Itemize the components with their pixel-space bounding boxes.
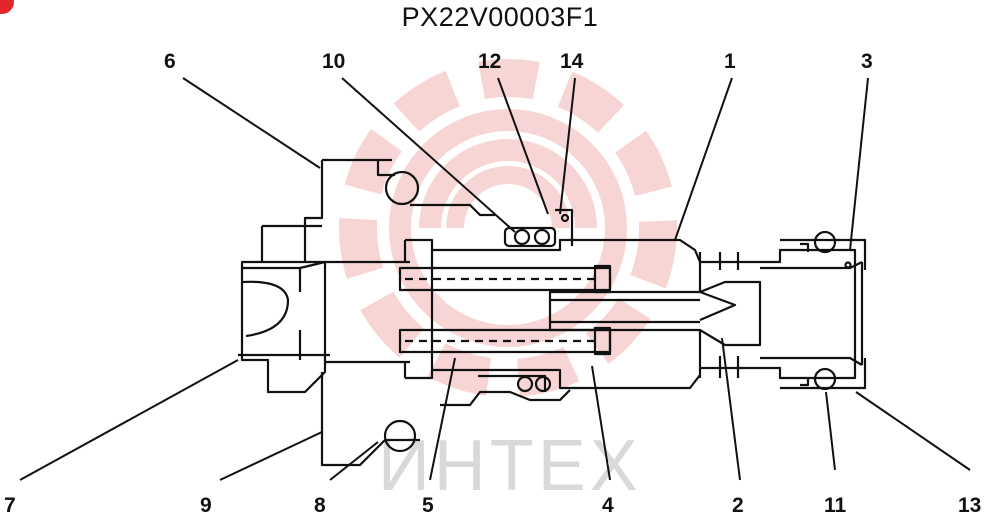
watermark-text: ИНТЕХ <box>378 426 642 506</box>
callout-numbers: 1 2 3 4 5 6 7 8 9 10 11 12 13 14 <box>4 50 981 517</box>
leader-11 <box>825 391 836 471</box>
leader-lines <box>19 77 971 481</box>
leader-2 <box>721 337 741 481</box>
leader-8 <box>329 441 379 481</box>
callout-6: 6 <box>164 50 176 73</box>
leader-5 <box>429 357 456 481</box>
leader-6 <box>182 77 321 169</box>
callout-13: 13 <box>958 494 981 517</box>
leader-14 <box>559 77 576 215</box>
leader-9 <box>219 431 323 481</box>
callout-7: 7 <box>4 494 16 517</box>
callout-14: 14 <box>560 50 584 73</box>
leader-4 <box>591 365 611 481</box>
callout-1: 1 <box>724 50 736 73</box>
valve-body <box>238 158 867 467</box>
callout-5: 5 <box>422 494 434 517</box>
leader-7 <box>19 359 239 481</box>
leader-3 <box>849 77 869 251</box>
leader-10 <box>341 77 516 233</box>
diagram-title: PX22V00003F1 <box>401 2 599 32</box>
leader-13 <box>855 391 971 471</box>
watermark-gear-logo <box>339 59 677 397</box>
callout-10: 10 <box>322 50 345 73</box>
callout-2: 2 <box>732 494 744 517</box>
callout-11: 11 <box>824 494 847 517</box>
callout-9: 9 <box>200 494 212 517</box>
leader-12 <box>497 77 549 215</box>
callout-12: 12 <box>478 50 501 73</box>
leader-1 <box>674 77 733 241</box>
callout-8: 8 <box>314 494 326 517</box>
callout-3: 3 <box>861 50 873 73</box>
callout-4: 4 <box>602 494 614 517</box>
